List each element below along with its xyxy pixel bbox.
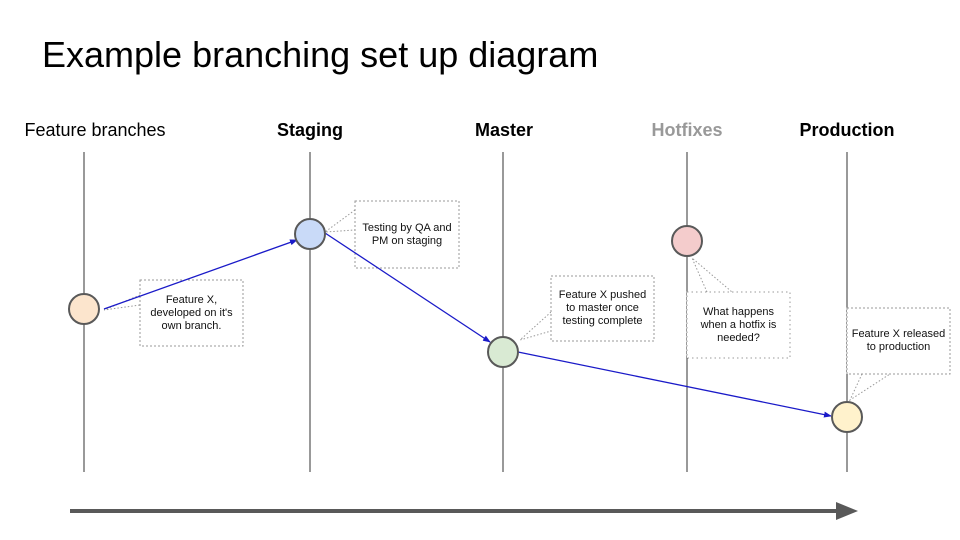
- note-feature: Feature X, developed on it's own branch.: [150, 293, 233, 332]
- timeline-arrow: [70, 502, 858, 520]
- callout-feature: [103, 279, 244, 347]
- callout-staging: [323, 200, 460, 269]
- lane-label-production: Production: [799, 120, 895, 140]
- callout-production: [846, 307, 951, 402]
- lane-label-feature-branches: Feature branches: [24, 120, 166, 140]
- note-hotfixes: What happens when a hotfix is needed?: [700, 305, 777, 344]
- flow-arrow-feature-to-staging: [103, 239, 298, 310]
- lane-label-master: Master: [474, 120, 534, 140]
- note-production: Feature X released to production: [851, 328, 946, 353]
- node-feature: [68, 293, 100, 325]
- note-staging: Testing by QA and PM on staging: [362, 221, 452, 247]
- node-hotfix: [671, 225, 703, 257]
- flow-arrow-master-to-production: [517, 351, 832, 418]
- node-master: [487, 336, 519, 368]
- flow-arrow-staging-to-master: [321, 230, 491, 343]
- callout-hotfixes: [686, 257, 791, 359]
- callout-master: [519, 275, 655, 342]
- lane-label-hotfixes: Hotfixes: [651, 120, 723, 140]
- node-staging: [294, 218, 326, 250]
- node-production: [831, 401, 863, 433]
- lane-label-staging: Staging: [277, 120, 343, 140]
- diagram-title: Example branching set up diagram: [42, 34, 599, 75]
- note-master: Feature X pushed to master once testing …: [558, 289, 647, 327]
